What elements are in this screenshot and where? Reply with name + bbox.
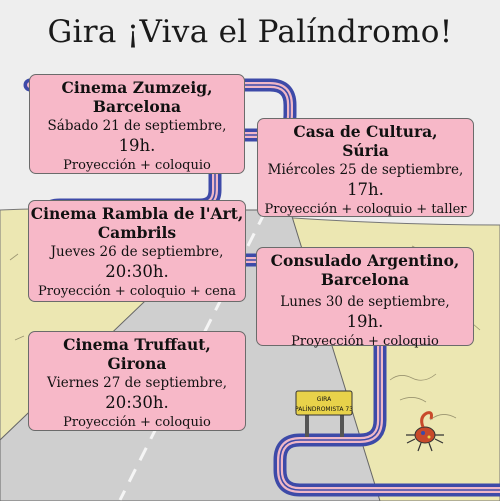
event-card-casa-cultura: Casa de Cultura, Súria Miércoles 25 de s… (257, 118, 474, 217)
event-venue-line2: Barcelona (320, 270, 410, 289)
event-activity: Proyección + coloquio (63, 415, 211, 430)
sign-board (295, 390, 353, 416)
event-date: Jueves 26 de septiembre, (50, 244, 224, 260)
event-activity: Proyección + coloquio + cena (38, 284, 236, 299)
scorpion-icon (406, 411, 444, 452)
event-venue-line2: Girona (107, 354, 167, 373)
event-venue-line1: Cinema Zumzeig, (61, 78, 213, 97)
event-card-rambla-art: Cinema Rambla de l'Art, Cambrils Jueves … (28, 200, 246, 302)
event-time: 17h. (347, 180, 384, 199)
event-activity: Proyección + coloquio (63, 158, 211, 173)
event-card-zumzeig: Cinema Zumzeig, Barcelona Sábado 21 de s… (29, 74, 245, 174)
event-time: 20:30h. (105, 393, 169, 412)
event-date: Viernes 27 de septiembre, (46, 375, 228, 391)
sign-line2: PALÍNDROMISTA 73 (295, 406, 353, 413)
event-time: 19h. (118, 136, 156, 155)
event-venue-line2: Barcelona (92, 97, 182, 116)
event-date: Miércoles 25 de septiembre, (267, 162, 464, 178)
event-time: 20:30h. (105, 262, 169, 281)
road-sign: GIRA PALÍNDROMISTA 73 (295, 390, 353, 437)
event-date: Sábado 21 de septiembre, (47, 118, 227, 134)
event-venue-line1: Consulado Argentino, (270, 251, 460, 270)
event-venue-line1: Cinema Rambla de l'Art, (30, 204, 244, 223)
event-date: Lunes 30 de septiembre, (280, 294, 450, 310)
event-venue-line2: Súria (342, 141, 389, 160)
event-card-consulado: Consulado Argentino, Barcelona Lunes 30 … (256, 247, 474, 349)
event-venue-line1: Casa de Cultura, (293, 122, 438, 141)
event-activity: Proyección + coloquio + taller (264, 202, 467, 217)
event-venue-line2: Cambrils (97, 223, 177, 242)
event-activity: Proyección + coloquio (291, 334, 439, 349)
page-title: Gira ¡Viva el Palíndromo! (47, 14, 453, 50)
event-card-truffaut: Cinema Truffaut, Girona Viernes 27 de se… (28, 331, 246, 431)
event-venue-line1: Cinema Truffaut, (63, 335, 211, 354)
sign-line1: GIRA (317, 396, 332, 403)
event-time: 19h. (346, 312, 384, 331)
